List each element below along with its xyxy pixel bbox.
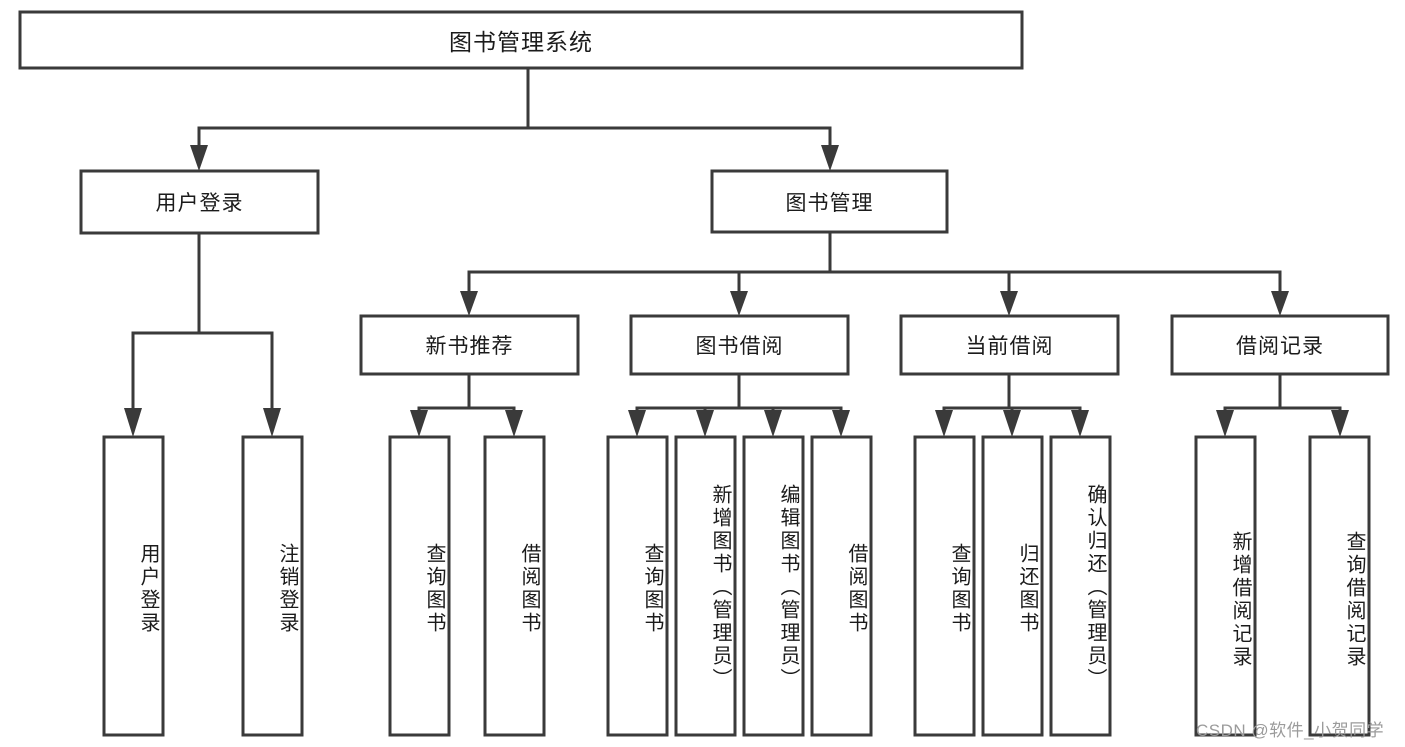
node-current-borrow-box[interactable] <box>899 314 1120 376</box>
arrow-head <box>1003 410 1021 437</box>
leaf-box[interactable] <box>742 435 805 737</box>
arrow-head <box>821 145 839 171</box>
arrow-head <box>832 410 850 437</box>
arrow-head <box>460 291 478 316</box>
leaf-box[interactable] <box>388 435 451 737</box>
arrow-head <box>1071 410 1089 437</box>
edge-new-book-recommend-bus <box>417 372 516 417</box>
arrow-head <box>410 410 428 437</box>
leaf-box[interactable] <box>1308 435 1371 737</box>
arrow-head <box>124 408 142 437</box>
leaf-box[interactable] <box>1194 435 1257 737</box>
node-book-manage-box[interactable] <box>710 169 949 234</box>
arrow-head <box>935 410 953 437</box>
edge-book-borrow-bus <box>635 372 843 417</box>
leaf-box[interactable] <box>913 435 976 737</box>
arrow-head <box>190 145 208 171</box>
leaf-box[interactable] <box>1049 435 1112 737</box>
arrow-head <box>1000 291 1018 316</box>
node-user-login-box[interactable] <box>79 169 320 235</box>
leaf-box[interactable] <box>810 435 873 737</box>
edge-book-manage-bus <box>467 230 1282 295</box>
leaf-box[interactable] <box>483 435 546 737</box>
watermark: CSDN @软件_小贺同学 <box>1196 721 1385 740</box>
leaf-box[interactable] <box>674 435 737 737</box>
arrow-head <box>730 291 748 316</box>
node-book-borrow-box[interactable] <box>629 314 850 376</box>
edge-borrow-record-bus <box>1223 372 1342 417</box>
arrow-head <box>628 410 646 437</box>
arrow-head <box>1216 410 1234 437</box>
edge-current-borrow-bus <box>942 372 1082 417</box>
arrow-head <box>696 410 714 437</box>
leaf-box[interactable] <box>102 435 165 737</box>
node-new-book-recommend-box[interactable] <box>359 314 580 376</box>
edge-user-login-bus <box>131 231 274 410</box>
arrow-head <box>1331 410 1349 437</box>
leaf-box[interactable] <box>241 435 304 737</box>
node-root-box[interactable] <box>18 10 1024 70</box>
edge-root-bus <box>197 66 832 150</box>
leaf-box[interactable] <box>981 435 1044 737</box>
arrow-head <box>1271 291 1289 316</box>
arrow-head <box>505 410 523 437</box>
leaf-box[interactable] <box>606 435 669 737</box>
arrow-head <box>263 408 281 437</box>
node-borrow-record-box[interactable] <box>1170 314 1390 376</box>
arrow-head <box>764 410 782 437</box>
